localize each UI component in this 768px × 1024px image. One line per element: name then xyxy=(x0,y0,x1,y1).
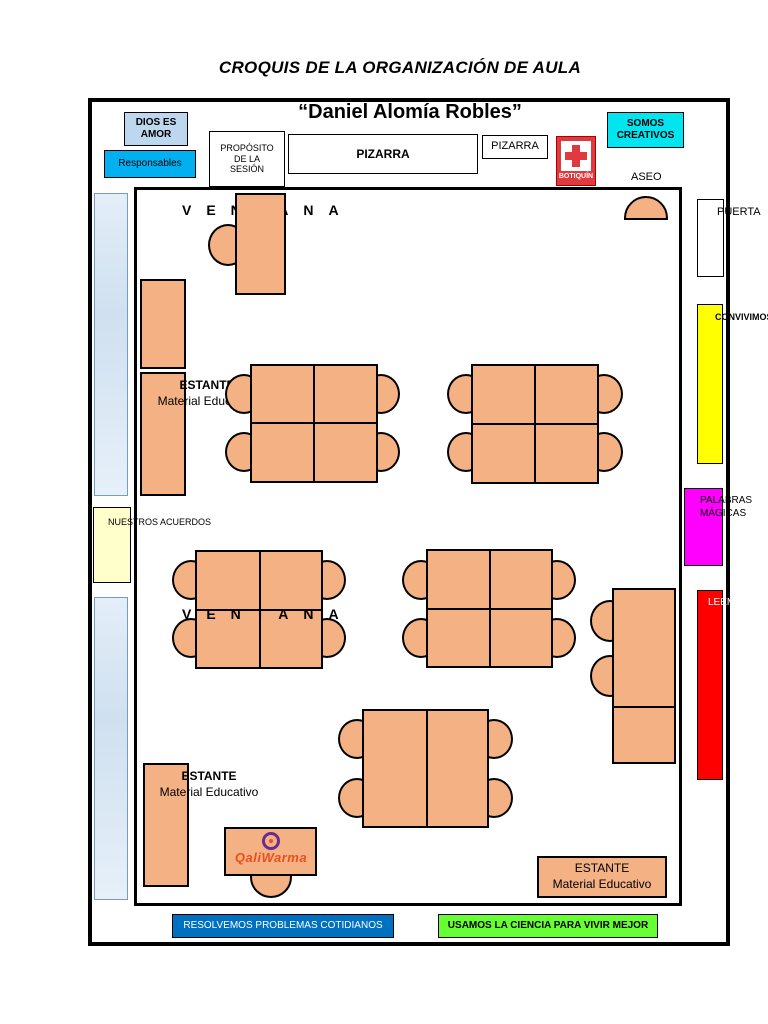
nuestros-acuerdos-sign: NUESTROS ACUERDOS xyxy=(93,507,211,583)
dios-es-amor-sign: DIOS ES AMOR xyxy=(124,112,188,146)
window-left-bottom xyxy=(94,597,128,900)
responsables-label: Responsables xyxy=(118,158,182,169)
estante-1-title: ESTANTE xyxy=(179,378,235,392)
student-desk xyxy=(471,364,536,425)
proposito-sign: PROPÓSITO DE LA SESIÓN xyxy=(209,131,285,187)
palabras-magicas-sign xyxy=(684,488,723,566)
classroom-inner-area xyxy=(134,187,682,906)
botiquin-label: BOTIQUÍN xyxy=(558,173,594,180)
resolvemos-sign: RESOLVEMOS PROBLEMAS COTIDIANOS xyxy=(172,914,394,938)
estante-3-title: ESTANTE xyxy=(574,861,630,876)
student-desk xyxy=(259,550,323,611)
student-desk xyxy=(489,549,553,610)
resolvemos-label: RESOLVEMOS PROBLEMAS COTIDIANOS xyxy=(183,920,383,931)
qaliwarma-logo-text: QaliWarma xyxy=(234,850,308,865)
aseo-label: ASEO xyxy=(631,171,662,183)
door xyxy=(697,199,724,277)
shelf-left-1 xyxy=(140,279,186,369)
shelf-bottom-right: ESTANTE Material Educativo xyxy=(537,856,667,898)
ventana-mid-label: VENTANA xyxy=(182,606,354,622)
qaliwarma-logo-icon xyxy=(262,832,280,850)
student-desk xyxy=(426,608,491,668)
student-desk xyxy=(362,709,428,828)
qaliwarma-logo: QaliWarma xyxy=(226,832,316,874)
proposito-label: PROPÓSITO DE LA SESIÓN xyxy=(220,142,274,175)
shelf-left-2 xyxy=(140,372,186,496)
student-desk xyxy=(195,550,261,611)
estante-2-title: ESTANTE xyxy=(181,769,237,783)
student-desk xyxy=(195,609,261,669)
pizarra-main: PIZARRA xyxy=(288,134,478,174)
student-desk xyxy=(313,364,378,424)
student-desk xyxy=(259,609,323,669)
student-desk xyxy=(426,709,489,828)
student-desk xyxy=(250,422,315,483)
shelf-left-3 xyxy=(143,763,189,887)
pizarra-main-label: PIZARRA xyxy=(356,146,410,161)
usamos-ciencia-sign: USAMOS LA CIENCIA PARA VIVIR MEJOR xyxy=(438,914,658,938)
palabras-magicas-label: PALABRAS MÁGICAS xyxy=(700,495,753,519)
window-left-top xyxy=(94,193,128,496)
student-desk xyxy=(313,422,378,483)
pizarra-small-label: PIZARRA xyxy=(491,140,539,153)
side-desk xyxy=(612,588,676,708)
dios-es-amor-label: DIOS ES AMOR xyxy=(135,117,177,140)
leemos-label: LEEMOS xyxy=(708,597,730,608)
teacher-desk xyxy=(235,193,286,295)
nuestros-acuerdos-label: NUESTROS ACUERDOS xyxy=(108,517,212,527)
convivimos-label: CONVIVIMOS xyxy=(715,312,768,322)
classroom-outer-wall xyxy=(88,98,730,946)
somos-creativos-label: SOMOS CREATIVOS xyxy=(616,118,675,141)
botiquin-icon: BOTIQUÍN xyxy=(556,136,596,186)
usamos-ciencia-label: USAMOS LA CIENCIA PARA VIVIR MEJOR xyxy=(447,920,649,931)
pizarra-small: PIZARRA xyxy=(482,135,548,159)
student-desk xyxy=(250,364,315,424)
student-desk xyxy=(534,423,599,484)
estante-2-sub: Material Educativo xyxy=(159,784,259,799)
student-desk xyxy=(426,549,491,610)
estante-2-label: ESTANTE Material Educativo xyxy=(154,769,264,800)
somos-creativos-sign: SOMOS CREATIVOS xyxy=(607,112,684,148)
responsables-sign: Responsables xyxy=(104,150,196,178)
estante-3-sub: Material Educativo xyxy=(552,877,652,891)
side-desk-lower xyxy=(612,706,676,764)
puerta-label: PUERTA xyxy=(717,206,761,218)
student-desk xyxy=(471,423,536,484)
student-desk xyxy=(489,608,553,668)
school-name: “Daniel Alomía Robles” xyxy=(298,101,522,123)
student-desk xyxy=(534,364,599,425)
convivimos-sign xyxy=(697,304,723,464)
leemos-sign xyxy=(697,590,723,780)
page-title: CROQUIS DE LA ORGANIZACIÓN DE AULA xyxy=(218,58,582,77)
